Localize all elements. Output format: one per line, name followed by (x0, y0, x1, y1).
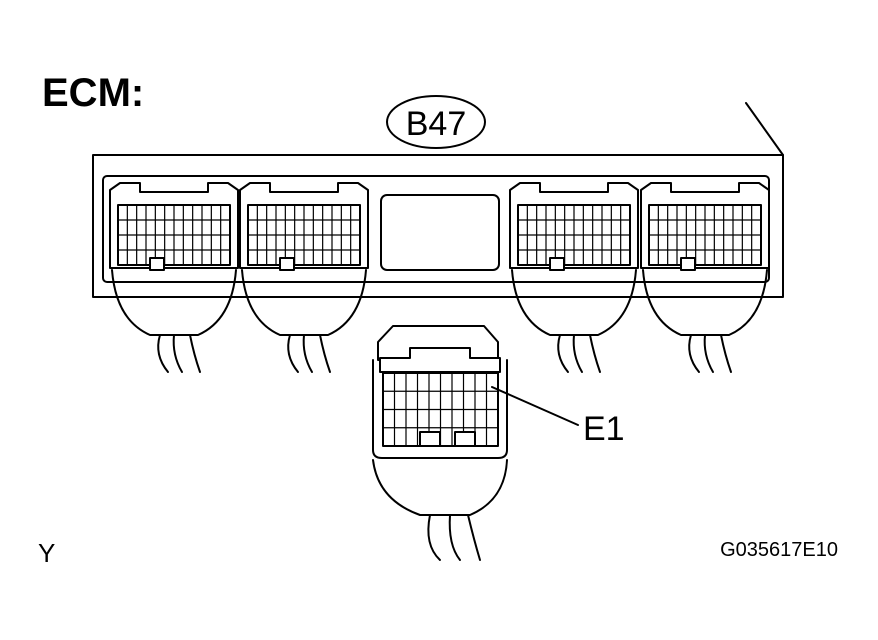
harness-4 (642, 269, 768, 373)
e1-leader-line (491, 386, 579, 426)
ecm-connector-housings (109, 182, 770, 271)
housing-2 (239, 182, 369, 271)
housing-3 (509, 182, 639, 271)
wire-harnesses (111, 269, 768, 373)
b47-label-ellipse (386, 95, 486, 149)
e1-label: E1 (583, 410, 625, 448)
harness-2 (241, 269, 367, 373)
harness-1 (111, 269, 237, 373)
housing-1 (109, 182, 239, 271)
e1-connector (372, 325, 579, 561)
e1-terminal-grid (383, 373, 498, 447)
ecm-center-window (380, 194, 500, 271)
b47-label: B47 (406, 105, 467, 143)
harness-3 (511, 269, 637, 373)
figure-id: G035617E10 (720, 539, 838, 561)
housing-4 (640, 182, 770, 271)
corner-mark: Y (38, 538, 55, 568)
ecm-title: ECM: (42, 71, 144, 115)
